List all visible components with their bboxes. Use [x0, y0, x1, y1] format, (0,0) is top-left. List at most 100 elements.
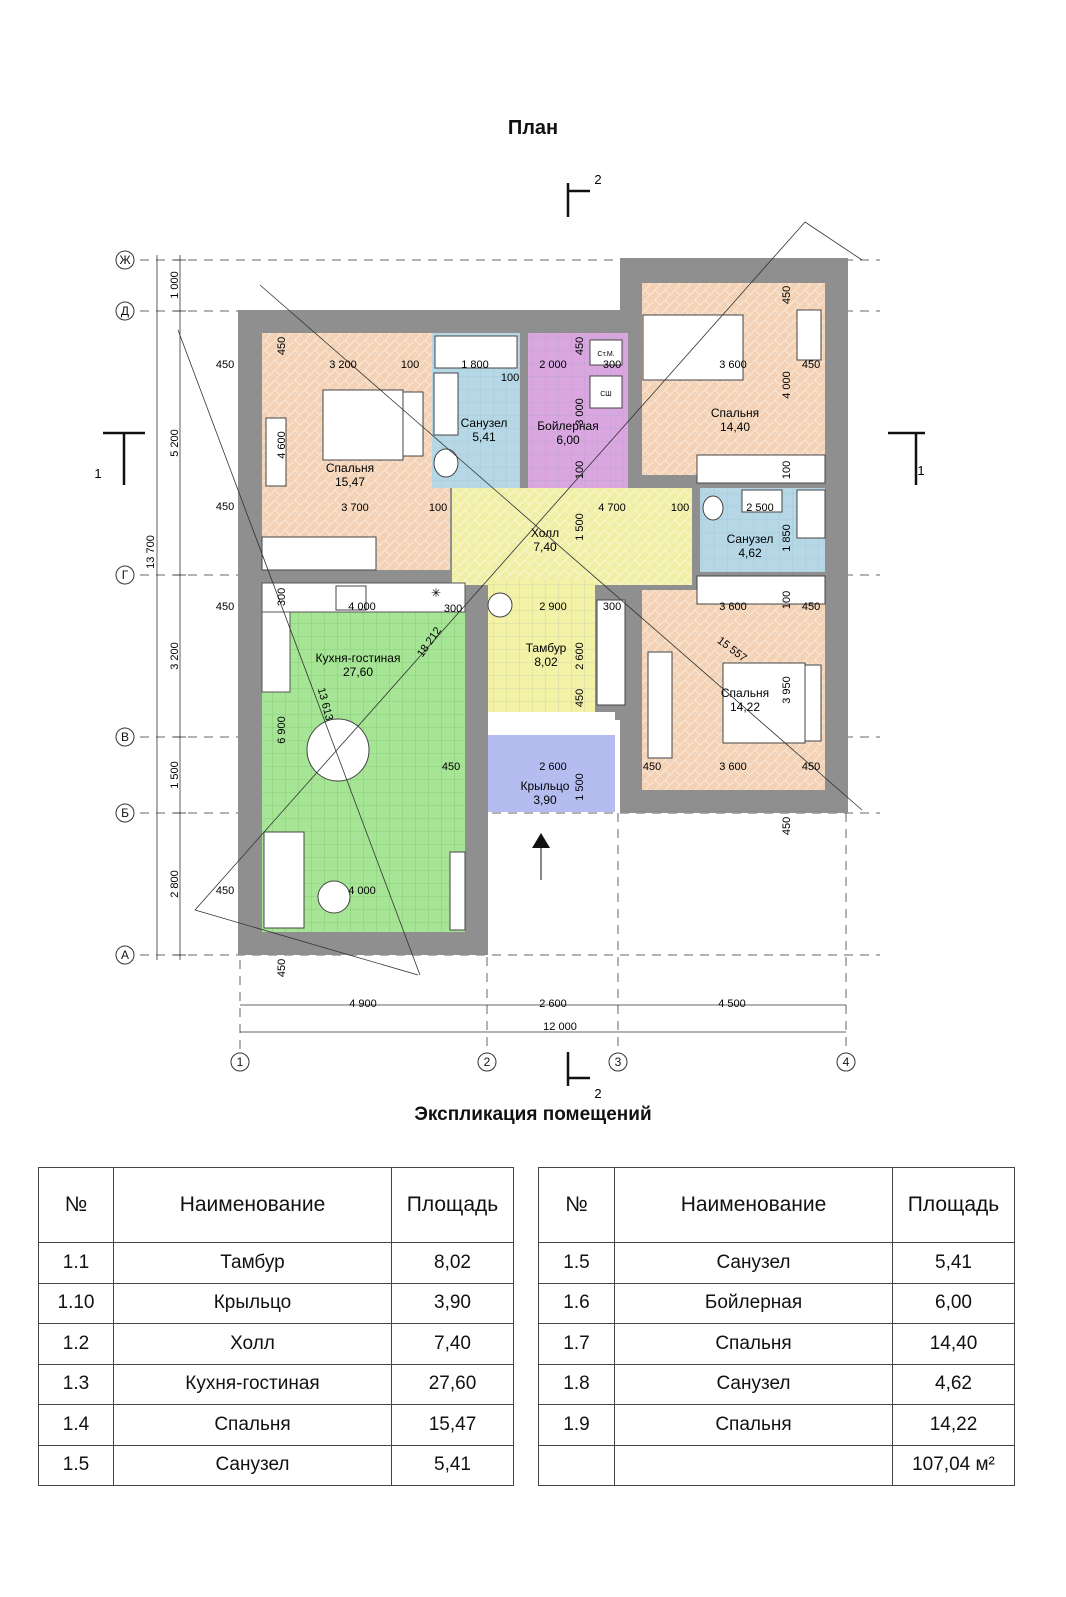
- section-label: 1: [94, 466, 101, 481]
- room-name: Спальня: [711, 406, 759, 420]
- dimension-label: 450: [216, 601, 234, 613]
- dimension-label: 450: [802, 761, 820, 773]
- axis-label: Г: [122, 568, 129, 582]
- table-cell: Холл: [113, 1323, 392, 1365]
- dimension-label: 300: [603, 601, 621, 613]
- axis-bubble: [608, 1052, 628, 1072]
- axis-bubble: [230, 1052, 250, 1072]
- room-name: Санузел: [461, 416, 508, 430]
- dimension-label: 100: [781, 591, 793, 609]
- dimension-label: 3 200: [329, 359, 357, 371]
- table-header: Площадь: [892, 1167, 1015, 1243]
- axis-bubble: [115, 301, 135, 321]
- table-cell: Спальня: [113, 1404, 392, 1446]
- room-area: 27,60: [343, 665, 373, 679]
- table-cell: Спальня: [614, 1404, 893, 1446]
- dimension-label: 450: [802, 359, 820, 371]
- dimension-label: 1 500: [574, 773, 586, 801]
- dimension-label: 4 000: [348, 885, 376, 897]
- axis-bubble: [115, 803, 135, 823]
- boiler-label: СШ: [600, 391, 611, 398]
- furniture: [261, 309, 826, 931]
- axis-label: Ж: [119, 253, 130, 267]
- table-cell: Санузел: [113, 1444, 392, 1486]
- plan-title: План: [507, 117, 559, 139]
- dimension-label: 100: [574, 461, 586, 479]
- table-cell: 3,90: [391, 1282, 514, 1324]
- room-name: Санузел: [727, 532, 774, 546]
- axis-label: 2: [484, 1055, 491, 1069]
- section-label: 1: [917, 463, 924, 478]
- dimension-label: 300: [603, 359, 621, 371]
- dimension-label: 100: [501, 372, 519, 384]
- table-cell: Бойлерная: [614, 1282, 893, 1324]
- dimension-label: 2 500: [746, 502, 774, 514]
- table-cell: 7,40: [391, 1323, 514, 1365]
- dimension-label: 450: [802, 601, 820, 613]
- table-cell: 1.3: [38, 1363, 114, 1405]
- table-header: Площадь: [391, 1167, 514, 1243]
- room-area: 7,40: [533, 540, 557, 554]
- table-cell: 1.4: [38, 1404, 114, 1446]
- dimension-label: 3 950: [781, 676, 793, 704]
- explication-title: Экспликация помещений: [414, 1104, 652, 1125]
- table-cell: Тамбур: [113, 1242, 392, 1284]
- room-name: Холл: [531, 526, 559, 540]
- table-cell: 14,22: [892, 1404, 1015, 1446]
- table-cell: [538, 1444, 615, 1486]
- axis-label: А: [121, 948, 129, 962]
- table-cell: 107,04 м²: [892, 1444, 1015, 1486]
- table-cell: 1.10: [38, 1282, 114, 1324]
- dimension-label: 450: [276, 959, 288, 977]
- dimension-label: 1 850: [781, 524, 793, 552]
- dimension-label: 3 700: [341, 502, 369, 514]
- axis-bubble: [115, 250, 135, 270]
- room-name: Тамбур: [526, 641, 567, 655]
- room-area: 3,90: [533, 793, 557, 807]
- dimension-label: 6 900: [276, 716, 288, 744]
- axis-bubble: [836, 1052, 856, 1072]
- table-cell: 8,02: [391, 1242, 514, 1284]
- diagonals: [177, 221, 863, 976]
- dim-left: 5 200: [169, 429, 181, 457]
- axis-label: 4: [843, 1055, 850, 1069]
- axis-bubble: [115, 565, 135, 585]
- dimension-label: 2 900: [539, 601, 567, 613]
- dimension-label: 2 600: [539, 761, 567, 773]
- dimension-label: 450: [574, 689, 586, 707]
- dimension-label: 4 000: [781, 371, 793, 399]
- table-header: Наименование: [113, 1167, 392, 1243]
- axis-label: 3: [615, 1055, 622, 1069]
- table-cell: 15,47: [391, 1404, 514, 1446]
- room-area: 15,47: [335, 475, 365, 489]
- room-hall: [452, 488, 692, 585]
- table-cell: Спальня: [614, 1323, 893, 1365]
- dim-bottom: 2 600: [539, 998, 567, 1010]
- section-label: 2: [594, 172, 601, 187]
- dimension-label: 450: [643, 761, 661, 773]
- table-cell: Кухня-гостиная: [113, 1363, 392, 1405]
- dimension-label: 2 000: [539, 359, 567, 371]
- table-cell: 1.7: [538, 1323, 615, 1365]
- table-cell: 1.2: [38, 1323, 114, 1365]
- table-cell: 1.5: [538, 1242, 615, 1284]
- dim-left: 2 800: [169, 870, 181, 898]
- room-name: Крыльцо: [521, 779, 570, 793]
- dimension-label: 4 600: [276, 431, 288, 459]
- dimension-label: 100: [401, 359, 419, 371]
- dimension-label: 450: [216, 501, 234, 513]
- dimension-label: 3 000: [574, 398, 586, 426]
- table-row: 107,04 м²: [538, 1444, 1015, 1486]
- boiler-label: Ст.М.: [597, 351, 614, 358]
- table-cell: 1.8: [538, 1363, 615, 1405]
- dimension-label: 100: [671, 502, 689, 514]
